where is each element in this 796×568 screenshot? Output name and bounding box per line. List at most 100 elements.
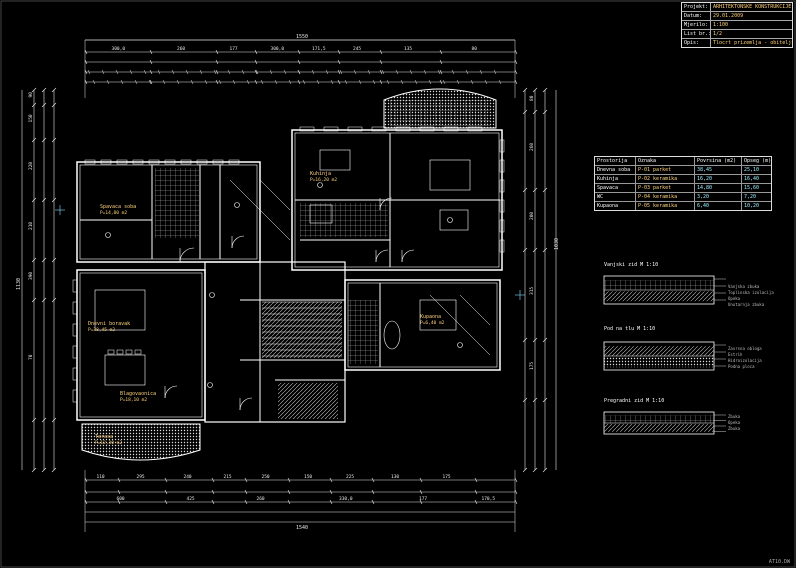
dim-tick [470, 79, 474, 85]
dim-tick [297, 49, 301, 55]
dim-tick [437, 69, 441, 75]
window [72, 345, 78, 359]
dim-label-right: 260 [529, 143, 535, 151]
section-partition-layer [604, 415, 714, 423]
dim-tick [171, 69, 175, 75]
window [228, 159, 240, 165]
dim-label-left: 390 [28, 272, 34, 280]
dim-tick [325, 69, 329, 75]
dim-tick [302, 79, 306, 85]
dim-tick [199, 69, 203, 75]
dim-tick [339, 69, 343, 75]
furniture-counter [319, 149, 351, 171]
dim-label-bottom: 295 [137, 474, 145, 480]
door-swing [239, 397, 253, 411]
dim-tick [287, 477, 291, 483]
dim-tick [442, 79, 446, 85]
dim-tick [522, 109, 528, 115]
dim-tick [514, 477, 518, 483]
window [499, 239, 505, 253]
title-block-value: 1/2 [713, 31, 723, 37]
dim-label-left-overall: 1130 [16, 278, 22, 290]
dim-tick [149, 79, 153, 85]
elevation-marker [105, 232, 111, 238]
section-floor-layer [604, 357, 714, 368]
dim-label-top: 171,5 [312, 46, 326, 52]
dim-tick [254, 49, 258, 55]
schedule-cell: 6,40 [695, 202, 742, 210]
dim-tick [41, 87, 47, 93]
dim-tick [439, 49, 443, 55]
dim-tick [176, 79, 180, 85]
fixture-shower [309, 204, 333, 224]
dim-tick [162, 79, 166, 85]
dim-label-left: 220 [28, 162, 34, 170]
dim-tick [149, 69, 153, 75]
window [116, 159, 128, 165]
schedule-cell: WC [595, 193, 636, 201]
window [499, 159, 505, 173]
dim-tick [297, 59, 301, 65]
dim-tick [419, 489, 423, 495]
schedule-cell: P-01 parket [636, 166, 695, 174]
dim-tick [367, 69, 371, 75]
dim-tick [215, 59, 219, 65]
dim-tick [117, 477, 121, 483]
dim-tick [542, 247, 548, 253]
dim-label-bottom: 175 [443, 474, 451, 480]
dim-tick [84, 59, 88, 65]
dim-label-top: 260 [177, 46, 185, 52]
schedule-cell: 16,20 [695, 175, 742, 183]
dim-tick [522, 87, 528, 93]
dim-tick [532, 87, 538, 93]
elevation-marker [207, 382, 213, 388]
schedule-cell: Dnevna soba [595, 166, 636, 174]
dim-tick [381, 69, 385, 75]
title-block-value: Tlocrt prizemlja - obiteljska kuca [713, 40, 792, 46]
dim-tick [379, 59, 383, 65]
title-block-row: Datum:29.01.2009 [682, 12, 792, 21]
section-partition-layer [604, 424, 714, 432]
section-layer-label: Vanjska zbuka [728, 284, 760, 289]
dim-tick [115, 69, 119, 75]
dim-tick [51, 137, 57, 143]
dim-label-bottom: 150 [304, 474, 312, 480]
dim-tick [84, 49, 88, 55]
schedule-cell: 38,45 [695, 166, 742, 174]
dim-tick [101, 69, 105, 75]
dim-label-bottom: 225 [346, 474, 354, 480]
dim-tick [254, 59, 258, 65]
dim-tick [522, 187, 528, 193]
dim-label-bottom: 330,0 [339, 496, 353, 502]
floor-tile-zone [300, 203, 388, 237]
dim-tick [211, 499, 215, 505]
schedule-cell: Povrsina (m2) [695, 157, 742, 165]
schedule-cell: 10,20 [744, 203, 760, 209]
dim-label-left: 150 [28, 114, 34, 122]
dim-tick [316, 79, 320, 85]
dim-tick [358, 79, 362, 85]
stair-zone [278, 383, 338, 419]
dim-tick [149, 59, 153, 65]
dim-tick [287, 489, 291, 495]
dim-tick [31, 102, 37, 108]
opening-diagonal [259, 179, 291, 211]
furniture-bed [429, 159, 471, 191]
dim-tick [514, 499, 518, 505]
dim-tick [532, 247, 538, 253]
wall-block [344, 279, 501, 371]
schedule-cell: 15,60 [744, 185, 760, 191]
dim-label-top: 245 [353, 46, 361, 52]
dim-label-bottom: 600 [117, 496, 125, 502]
schedule-cell: Opseg (m) [744, 158, 771, 164]
dim-label-bottom: 177 [419, 496, 427, 502]
door-swing [164, 385, 178, 399]
dim-tick [456, 79, 460, 85]
room-area-label: P=12,30 m2 [95, 440, 122, 446]
section-layer-label: Unutarnja zbuka [728, 302, 765, 307]
dim-tick [51, 87, 57, 93]
dim-tick [493, 69, 497, 75]
